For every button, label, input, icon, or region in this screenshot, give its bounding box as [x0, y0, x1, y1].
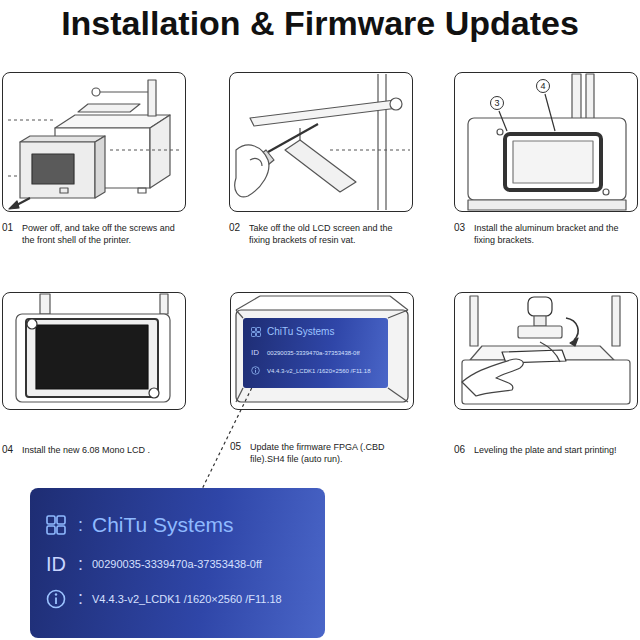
- caption-row: 04Install the new 6.08 Mono LCD .: [2, 444, 186, 456]
- step-panel: 06Leveling the plate and start printing!: [454, 292, 638, 474]
- step-panel: 02Take off the old LCD screen and the fi…: [229, 72, 413, 252]
- zoomed-screen: :ChiTu SystemsID:00290035-3339470a-37353…: [30, 488, 325, 638]
- firmware-version: V4.4.3-v2_LCDK1 /1620×2560 /F11.18: [267, 367, 370, 375]
- screwdriver-drawing: [235, 74, 410, 210]
- leveling-drawing: [462, 296, 630, 404]
- zoom-row: : ChiTu Systems: [46, 512, 234, 538]
- zoom-row: : V4.4.3-v2_LCDK1 /1620×2560 /F11.18: [46, 588, 282, 609]
- info-icon: [251, 366, 260, 375]
- step-caption: Update the firmware FPGA (.CBD file).SH4…: [250, 441, 414, 465]
- row-slot: :: [78, 554, 92, 575]
- callout-circle: 3: [490, 96, 504, 110]
- printer-screen-drawing: [236, 296, 408, 402]
- step-number: 01: [2, 222, 22, 234]
- screen-row: ChiTu Systems: [251, 326, 334, 338]
- step-number: 03: [454, 222, 474, 234]
- screen-row: V4.4.3-v2_LCDK1 /1620×2560 /F11.18: [251, 366, 370, 375]
- row-slot: [46, 589, 78, 609]
- callout-number: 4: [540, 82, 545, 91]
- firmware-version: V4.4.3-v2_LCDK1 /1620×2560 /F11.18: [92, 592, 282, 606]
- step-panel: 03Install the aluminum bracket and the f…: [454, 72, 638, 252]
- grid-icon: [251, 327, 261, 337]
- row-slot: :: [78, 515, 92, 536]
- step-panel: 01Power off, and take off the screws and…: [2, 72, 186, 252]
- step-caption: Power off, and take off the screws and t…: [22, 222, 186, 246]
- step-caption: Leveling the plate and start printing!: [474, 444, 638, 456]
- id-value: 00290035-3339470a-37353438-0ff: [267, 349, 360, 357]
- panel-frame: [229, 72, 413, 212]
- grid-icon: [46, 515, 66, 535]
- caption-row: 02Take off the old LCD screen and the fi…: [229, 222, 413, 246]
- screen-display: ChiTu SystemsID 00290035-3339470a-3735343…: [243, 318, 388, 388]
- colon: :: [78, 554, 83, 575]
- lcd-drawing: [16, 294, 170, 402]
- step-caption: Install the new 6.08 Mono LCD .: [22, 444, 186, 456]
- id-label: ID: [251, 348, 259, 358]
- caption-row: 06Leveling the plate and start printing!: [454, 444, 638, 456]
- step-panel: 05Update the firmware FPGA (.CBD file).S…: [230, 292, 414, 471]
- step-number: 04: [2, 444, 22, 456]
- row-slot: ID: [251, 348, 267, 358]
- step-panel: 04Install the new 6.08 Mono LCD .: [2, 292, 186, 474]
- caption-row: 01Power off, and take off the screws and…: [2, 222, 186, 246]
- title-band: Installation & Firmware Updates: [0, 3, 640, 43]
- id-value: 00290035-3339470a-37353438-0ff: [92, 557, 262, 571]
- caption-row: 05Update the firmware FPGA (.CBD file).S…: [230, 441, 414, 465]
- id-label: ID: [46, 552, 66, 576]
- panel-frame: [2, 292, 186, 410]
- colon: :: [78, 515, 83, 536]
- row-slot: [251, 366, 267, 375]
- bracket-drawing: [468, 74, 626, 210]
- step-number: 02: [229, 222, 249, 234]
- zoom-row: ID:00290035-3339470a-37353438-0ff: [46, 552, 262, 576]
- page-title: Installation & Firmware Updates: [61, 3, 579, 43]
- step-number: 06: [454, 444, 474, 456]
- screen-row: ID 00290035-3339470a-37353438-0ff: [251, 348, 360, 358]
- row-slot: [251, 327, 267, 337]
- system-name: ChiTu Systems: [267, 326, 334, 338]
- caption-row: 03Install the aluminum bracket and the f…: [454, 222, 638, 246]
- info-icon: [46, 589, 66, 609]
- step-caption: Install the aluminum bracket and the fix…: [474, 222, 638, 246]
- callout-number: 3: [494, 99, 499, 108]
- row-slot: :: [78, 588, 92, 609]
- system-name: ChiTu Systems: [92, 512, 234, 538]
- step-caption: Take off the old LCD screen and the fixi…: [249, 222, 413, 246]
- row-slot: ID: [46, 552, 78, 576]
- panel-frame: [454, 72, 638, 212]
- step-number: 05: [230, 441, 250, 453]
- colon: :: [78, 588, 83, 609]
- callout-circle: 4: [536, 79, 550, 93]
- panel-frame: [2, 72, 186, 212]
- printer-drawing-1: [8, 80, 180, 209]
- dashed-leader: [203, 388, 252, 488]
- row-slot: [46, 515, 78, 535]
- panel-frame: [454, 292, 638, 410]
